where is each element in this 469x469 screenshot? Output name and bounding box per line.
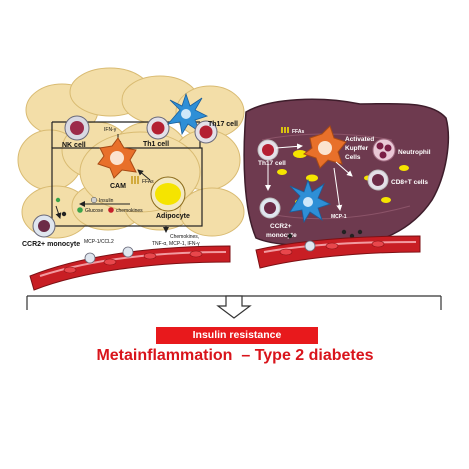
mcp-ccl2-label: MCP-1/CCL2 bbox=[84, 239, 114, 245]
insulin-label: Insulin bbox=[99, 198, 114, 204]
th1-cell bbox=[146, 116, 170, 140]
liver-th17-cell bbox=[257, 139, 279, 161]
ffas-label: FFAs bbox=[142, 179, 154, 185]
chemokines-legend-label: chemokines bbox=[116, 208, 143, 214]
chemokines-list-line1: Chemokines, bbox=[170, 234, 199, 240]
down-arrow-icon bbox=[216, 295, 252, 319]
cd8-label: CD8+T cells bbox=[391, 179, 428, 186]
dendritic-cell-icon bbox=[166, 92, 209, 136]
nk-cell bbox=[64, 115, 90, 141]
ffa-icon bbox=[131, 176, 139, 184]
glucose-label: Glucose bbox=[85, 208, 104, 214]
cam-macrophage-icon bbox=[97, 137, 137, 179]
chemokine-dot bbox=[108, 207, 114, 213]
liver-mcp-label: MCP-1 bbox=[331, 214, 347, 220]
liver-dendritic-cell-icon bbox=[289, 178, 332, 224]
liver-th17-label: Th17 cell bbox=[258, 160, 286, 167]
liver-monocyte-line2: monocyte bbox=[266, 232, 297, 239]
th17-cell bbox=[194, 120, 218, 144]
ccr2-monocyte-icon bbox=[32, 214, 56, 238]
ccr2-monocyte-label: CCR2+ monocyte bbox=[22, 241, 80, 248]
adipocyte-label: Adipocyte bbox=[156, 213, 190, 220]
chemokines-list-line2: TNF-α, MCP-1, IFN-γ bbox=[152, 241, 200, 247]
metainflammation-title: Metainflammation – Type 2 diabetes bbox=[96, 347, 374, 364]
th1-cell-label: Th1 cell bbox=[143, 141, 169, 148]
kupffer-line3: Cells bbox=[345, 154, 361, 161]
legend: Insulin Glucose chemokines bbox=[77, 196, 143, 214]
adipocyte-icon bbox=[150, 176, 186, 212]
kupffer-line2: Kupffer bbox=[345, 145, 369, 152]
nk-cell-label: NK cell bbox=[62, 142, 86, 149]
cd8-t-cell-icon bbox=[367, 169, 389, 191]
insulin-resistance-banner: Insulin resistance bbox=[156, 327, 318, 344]
insulin-dot bbox=[90, 196, 98, 204]
kupffer-line1: Activated bbox=[345, 136, 374, 143]
liver-ffa-icon bbox=[281, 127, 289, 133]
ifn-gamma-label: IFN-γ bbox=[104, 127, 117, 133]
liver-monocyte-line1: CCR2+ bbox=[270, 223, 292, 230]
liver-ccr2-monocyte-icon bbox=[259, 197, 281, 219]
liver-ffas-label: FFAs bbox=[292, 129, 304, 135]
th17-cell-label: Th17 cell bbox=[208, 121, 238, 128]
blood-vessel-right bbox=[255, 235, 421, 269]
blood-vessel-left bbox=[29, 245, 231, 291]
neutrophil-icon bbox=[372, 138, 396, 162]
neutrophil-label: Neutrophil bbox=[398, 149, 431, 156]
cam-label: CAM bbox=[110, 183, 126, 190]
kupffer-cell-icon bbox=[302, 125, 347, 169]
glucose-dot bbox=[77, 207, 83, 213]
